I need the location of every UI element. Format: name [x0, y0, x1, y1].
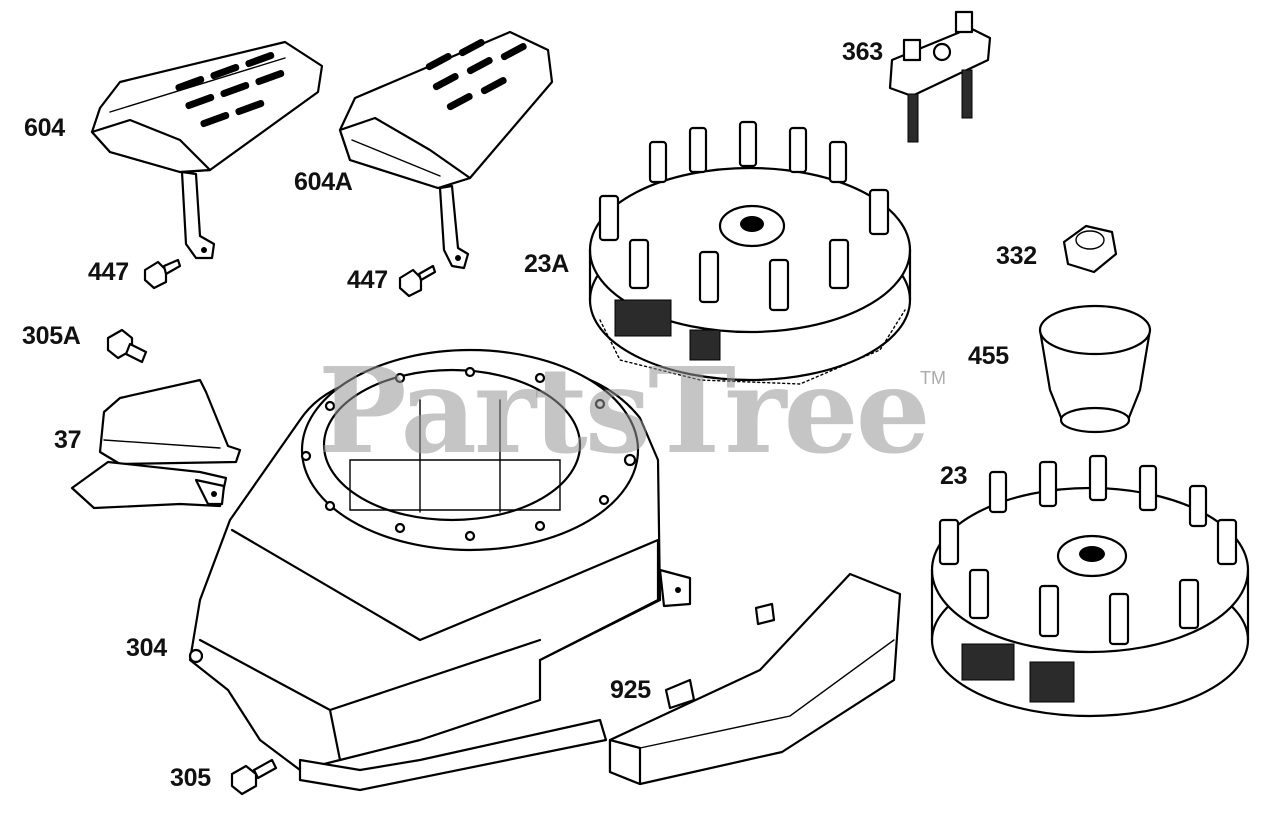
flywheel-23-fins [938, 454, 1238, 646]
flywheel-23a-fins [598, 120, 890, 312]
label-part-332: 332 [996, 242, 1037, 270]
vent-slots-604a [425, 38, 527, 111]
label-part-23a: 23A [524, 250, 569, 278]
part-363-bracket [888, 10, 992, 143]
label-part-23: 23 [940, 462, 968, 490]
part-305a-bolt [106, 328, 148, 364]
label-part-604a: 604A [294, 168, 353, 196]
label-part-305: 305 [170, 764, 211, 792]
label-part-455: 455 [968, 342, 1009, 370]
part-23a-flywheel [588, 120, 912, 385]
part-455-cup [1038, 304, 1152, 434]
part-447-bolt-left [143, 258, 182, 290]
label-part-304: 304 [126, 634, 167, 662]
trademark-symbol: TM [920, 368, 946, 388]
part-604-guard [90, 40, 324, 260]
vent-slots-604 [175, 51, 285, 128]
label-part-604: 604 [24, 114, 65, 142]
part-604a-guard [338, 30, 554, 270]
label-part-305a: 305A [22, 322, 81, 350]
label-part-447-left: 447 [88, 258, 129, 286]
part-304-blower-housing [188, 348, 692, 792]
partstree-watermark: PartsTree [318, 341, 931, 480]
label-part-925: 925 [610, 676, 651, 704]
label-part-447-right: 447 [347, 266, 388, 294]
label-part-37: 37 [54, 426, 82, 454]
part-37-air-guide [70, 378, 242, 510]
part-23-flywheel [930, 454, 1250, 718]
label-part-363: 363 [842, 38, 883, 66]
part-332-nut [1062, 224, 1118, 274]
part-447-bolt-right [398, 264, 437, 298]
part-925-baffle [608, 572, 902, 786]
part-305-bolt [230, 758, 278, 796]
housing-bolt-holes [300, 366, 637, 542]
